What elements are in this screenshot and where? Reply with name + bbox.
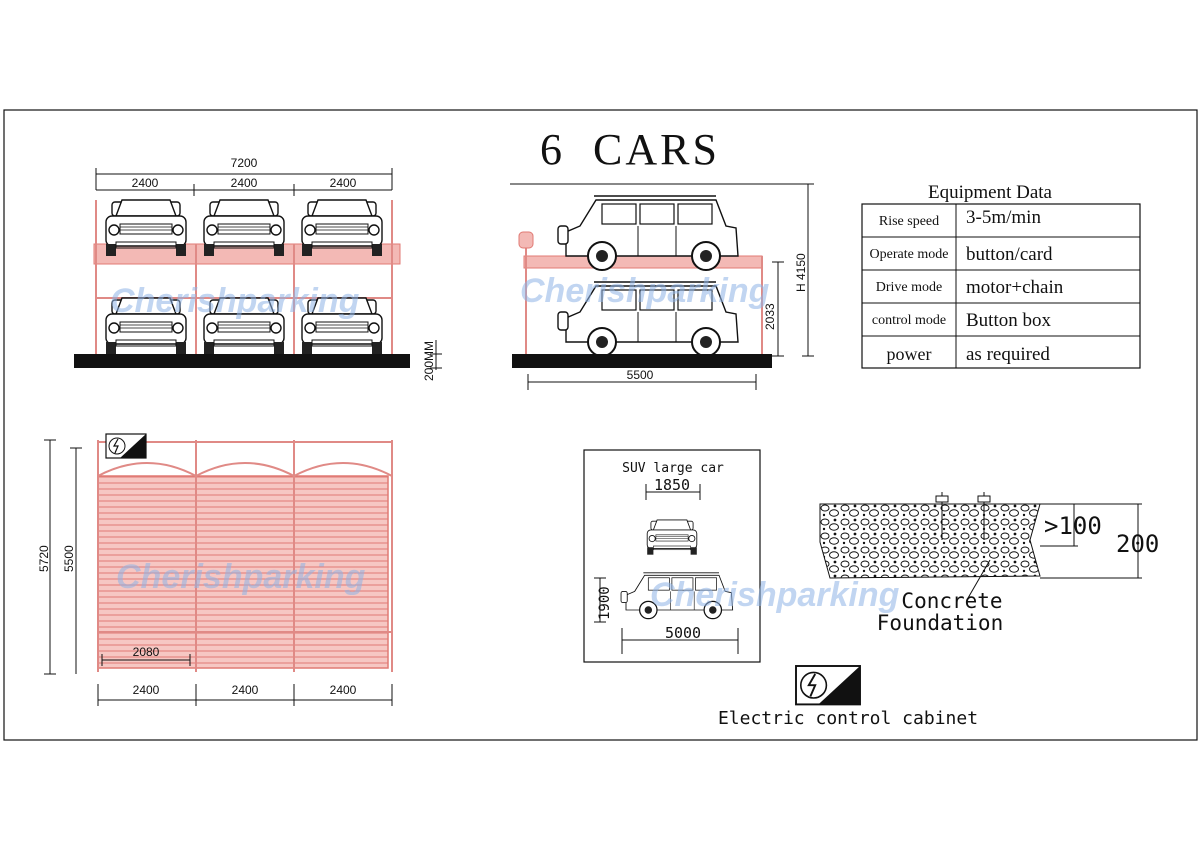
equipment-value-operate-mode: button/card: [966, 244, 1053, 265]
equipment-label-power: power: [887, 344, 932, 364]
equipment-value-power: as required: [966, 344, 1050, 365]
front-view: 7200 2400 2400 2400 200MM: [74, 156, 442, 381]
plan-cabinet-icon: [105, 433, 147, 459]
cabinet-label: Electric control cabinet: [718, 708, 978, 729]
equipment-label-operate-mode: Operate mode: [870, 247, 949, 262]
plan-bay-width-2: 2400: [232, 683, 259, 697]
watermark: Cherishparking: [116, 558, 366, 596]
car-size-box: SUV large car 1850 1900 5000: [583, 449, 761, 663]
foundation-label-line1: Concrete: [901, 589, 1002, 613]
plan-bay-width-3: 2400: [330, 683, 357, 697]
front-overall-width: 7200: [231, 156, 258, 170]
electric-bolt-icon: [795, 665, 861, 706]
front-bay-width-2: 2400: [231, 176, 258, 190]
equipment-value-control-mode: Button box: [966, 310, 1051, 331]
watermark: Cherishparking: [110, 282, 360, 320]
equipment-label-rise-speed: Rise speed: [879, 214, 939, 229]
equipment-value-drive-mode: motor+chain: [966, 277, 1064, 298]
side-upper-platform: [523, 255, 763, 269]
equipment-value-rise-speed: 3-5m/min: [966, 207, 1041, 228]
page-title: 6 CARS: [540, 125, 720, 174]
equipment-label-control-mode: control mode: [872, 313, 946, 328]
front-pit-depth: 200MM: [422, 341, 436, 381]
foundation-label-line2: Foundation: [877, 611, 1003, 635]
side-total-height: H 4150: [794, 253, 808, 292]
foundation-depth-min: >100: [1044, 512, 1102, 540]
side-length: 5500: [627, 368, 654, 382]
side-ground: [512, 354, 772, 368]
plan-view: 5720 5500 2080 2400 2400 2400: [37, 433, 393, 706]
watermark: Cherishparking: [650, 576, 900, 614]
front-bay-width-1: 2400: [132, 176, 159, 190]
foundation-thickness: 200: [1116, 530, 1159, 558]
car-length: 5000: [665, 624, 701, 642]
front-upper-platform: [93, 243, 401, 265]
car-width: 1850: [654, 476, 690, 494]
foundation-section: >100 200 Concrete Foundation: [819, 492, 1159, 635]
plan-bay-width-1: 2400: [133, 683, 160, 697]
car-size-heading: SUV large car: [622, 461, 724, 476]
plan-inner-width: 2080: [133, 645, 160, 659]
plan-deck: [97, 475, 389, 669]
front-ground: [74, 354, 410, 368]
cabinet-legend: Electric control cabinet: [718, 665, 978, 729]
sheet-border: [3, 109, 1198, 741]
plan-outer-length: 5720: [37, 545, 51, 572]
equipment-heading: Equipment Data: [928, 182, 1053, 203]
equipment-label-drive-mode: Drive mode: [876, 280, 942, 295]
equipment-table: Equipment Data Rise speed 3-5m/min Opera…: [861, 182, 1141, 369]
side-view: H 4150 2033 5500: [510, 183, 814, 390]
gravel-layer: [819, 503, 1041, 579]
watermark: Cherishparking: [520, 272, 770, 310]
front-bay-width-3: 2400: [330, 176, 357, 190]
side-level-height: 2033: [763, 303, 777, 330]
plan-inner-length: 5500: [62, 545, 76, 572]
car-height: 1900: [597, 586, 613, 620]
